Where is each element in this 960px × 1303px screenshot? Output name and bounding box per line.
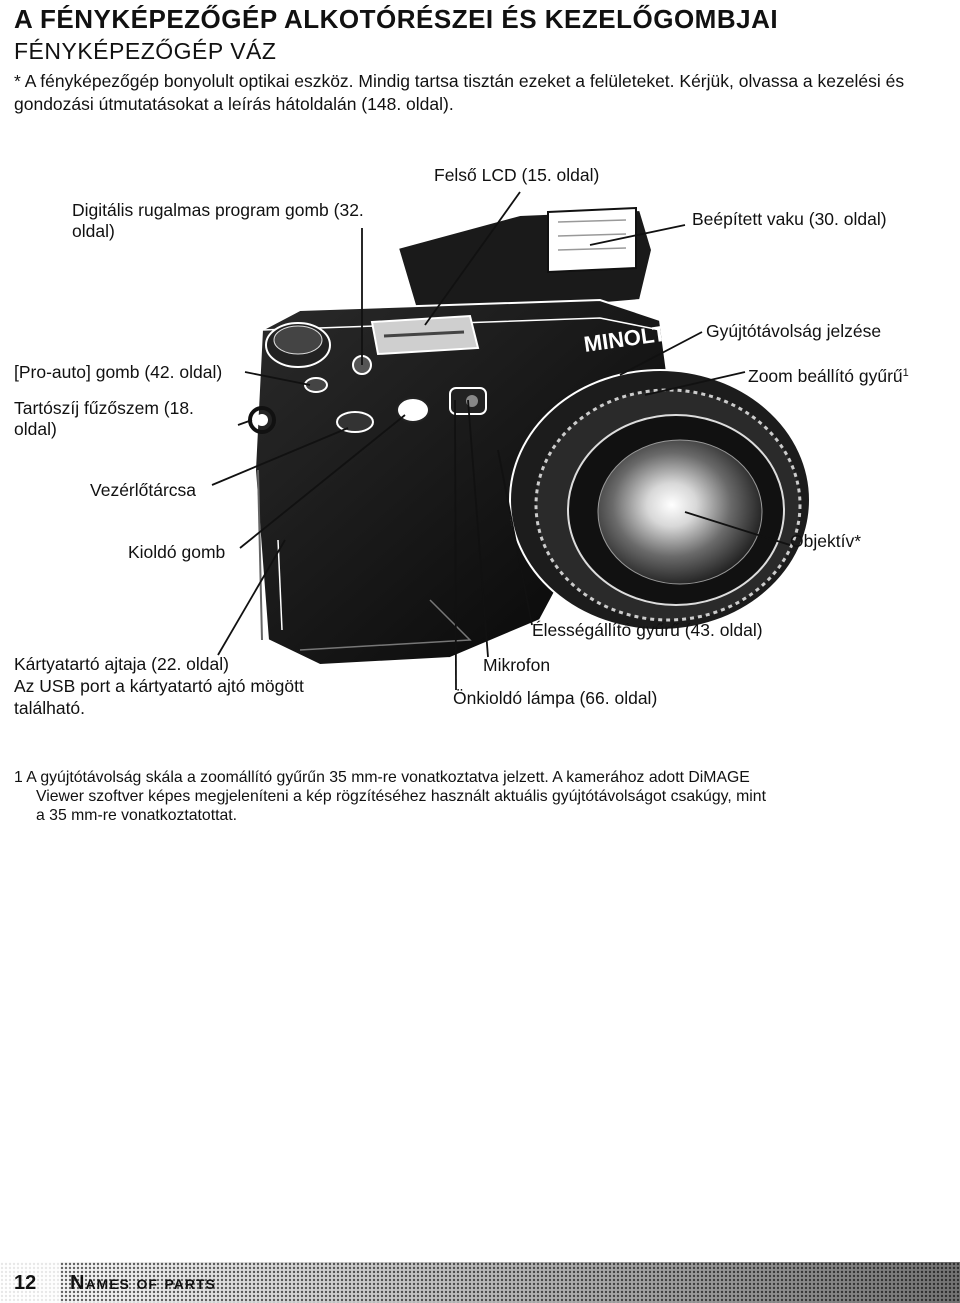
- footnote-line-3: a 35 mm-re vonatkoztatottat.: [36, 807, 238, 824]
- control-dial: [336, 411, 374, 433]
- camera-illustration: MINOLTA: [211, 191, 811, 691]
- page-subtitle: FÉNYKÉPEZŐGÉP VÁZ: [14, 38, 277, 64]
- label-usb-port-cont: található.: [14, 698, 86, 718]
- pro-auto-button: [304, 377, 328, 393]
- label-zoom-ring: Zoom beállító gyűrű1: [748, 366, 909, 386]
- footnote: 1 A gyújtótávolság skála a zoomállító gy…: [14, 768, 944, 825]
- label-self-timer: Önkioldó lámpa (66. oldal): [453, 688, 658, 708]
- label-pro-auto: [Pro-auto] gomb (42. oldal): [14, 362, 223, 382]
- footnote-marker: 1: [902, 367, 909, 379]
- label-lens: Objektív*: [790, 531, 861, 551]
- label-shutter-button: Kioldó gomb: [128, 542, 226, 562]
- footnote-line-2: Viewer szoftver képes megjeleníteni a ké…: [36, 788, 766, 805]
- section-name: Names of parts: [70, 1272, 216, 1294]
- label-card-door: Kártyatartó ajtaja (22. oldal): [14, 654, 229, 674]
- lens: [509, 369, 811, 631]
- page-title: A FÉNYKÉPEZŐGÉP ALKOTÓRÉSZEI ÉS KEZELŐGO…: [14, 4, 779, 34]
- label-usb-port: Az USB port a kártyatartó ajtó mögött: [14, 676, 304, 696]
- flash-unit: [396, 206, 654, 324]
- label-focal-mark: Gyújtótávolság jelzése: [706, 321, 882, 341]
- leader-lines: [211, 191, 791, 691]
- intro-paragraph: * A fényképezőgép bonyolult optikai eszk…: [14, 71, 905, 114]
- label-strap-eyelet: Tartószíj fűzőszem (18. oldal): [14, 398, 194, 439]
- label-control-dial: Vezérlőtárcsa: [90, 480, 197, 500]
- label-flash: Beépített vaku (30. oldal): [692, 209, 887, 229]
- top-lcd: [370, 314, 480, 356]
- page-number: 12: [14, 1272, 37, 1294]
- label-focus-ring: Élességállító gyűrű (43. oldal): [532, 620, 763, 640]
- footer-bar: [0, 1262, 960, 1303]
- label-top-lcd: Felső LCD (15. oldal): [434, 165, 600, 185]
- label-digital-flex: Digitális rugalmas program gomb (32. old…: [72, 200, 364, 241]
- label-microphone: Mikrofon: [483, 655, 551, 675]
- top-dial: [265, 322, 331, 368]
- footnote-line-1: 1 A gyújtótávolság skála a zoomállító gy…: [14, 769, 750, 786]
